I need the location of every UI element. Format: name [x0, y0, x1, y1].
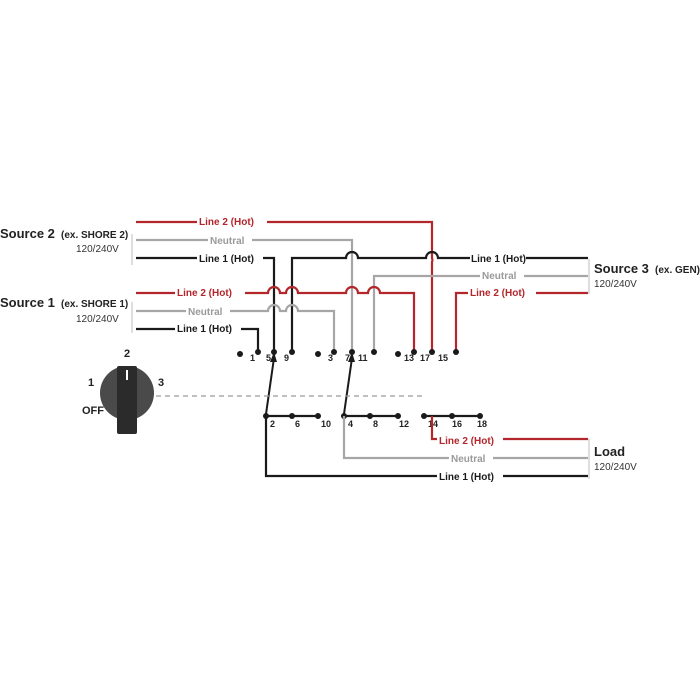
load-line1-wire: [264, 416, 588, 478]
terminal-label-12: 12: [399, 419, 409, 429]
terminal-15-dot: [453, 349, 459, 355]
source-1-label: Source 1 (ex. SHORE 1) 120/240V: [0, 295, 128, 325]
terminal-3-dot: [331, 349, 337, 355]
bottom-terminal-row: 2 6 10 4 8 12 14 16 18: [263, 413, 487, 429]
terminal-6-dot: [289, 413, 295, 419]
source-2-line2-label: Line 2 (Hot): [199, 217, 254, 228]
top-terminal-row: 1 5 9 3 7 11 13 17 15: [237, 349, 459, 363]
source-2-subtitle: (ex. SHORE 2): [61, 230, 128, 241]
load-label: Load 120/240V: [594, 444, 637, 473]
source-3-title: Source 3: [594, 261, 649, 276]
terminal-17-dot: [429, 349, 435, 355]
terminal-12-dot: [395, 413, 401, 419]
terminal-label-15: 15: [438, 353, 448, 363]
terminal-9-dot: [289, 349, 295, 355]
source-3-line1-wire: [290, 250, 588, 350]
source-1-line2-label: Line 2 (Hot): [177, 288, 232, 299]
terminal-label-11: 11: [358, 353, 368, 363]
load-voltage: 120/240V: [594, 462, 637, 473]
terminal-10-dot: [315, 413, 321, 419]
terminal-8-dot: [367, 413, 373, 419]
terminal-14-dot: [421, 413, 427, 419]
source-3-voltage: 120/240V: [594, 279, 637, 290]
source-3-line2-wire: [454, 291, 588, 350]
source-2-line2-wire: [136, 220, 434, 350]
source-2-voltage: 120/240V: [76, 244, 119, 255]
terminal-label-2: 2: [270, 419, 275, 429]
rotary-switch-knob[interactable]: [100, 366, 154, 434]
load-line2-wire: [430, 416, 588, 441]
load-neutral-wire: [342, 416, 588, 460]
terminal-label-4: 4: [348, 419, 353, 429]
source-1-title: Source 1: [0, 295, 55, 310]
terminal-label-16: 16: [452, 419, 462, 429]
source-3-label: Source 3 (ex. GEN) 120/240V: [594, 261, 700, 290]
terminal-13-wire-dot: [395, 351, 401, 357]
terminal-11-dot: [371, 349, 377, 355]
terminal-16-dot: [449, 413, 455, 419]
source-1-subtitle: (ex. SHORE 1): [61, 299, 128, 310]
switch-position-2: 2: [124, 348, 130, 360]
terminal-label-8: 8: [373, 419, 378, 429]
source-1-line1-label: Line 1 (Hot): [177, 324, 232, 335]
source-1-neutral-wire: [136, 303, 336, 350]
switch-contact-neutral: [343, 352, 355, 415]
switch-off-label: OFF: [82, 405, 104, 417]
terminal-label-6: 6: [295, 419, 300, 429]
source-3-subtitle: (ex. GEN): [655, 265, 700, 276]
switch-position-1: 1: [88, 377, 94, 389]
source-1-line2-wire: [136, 285, 416, 350]
source-1-neutral-label: Neutral: [188, 307, 223, 318]
source-3-line1-label: Line 1 (Hot): [471, 254, 526, 265]
terminal-label-1: 1: [250, 353, 255, 363]
terminal-label-9: 9: [284, 353, 289, 363]
source-3-line2-label: Line 2 (Hot): [470, 288, 525, 299]
terminal-1-dot: [237, 351, 243, 357]
terminal-label-13: 13: [404, 353, 414, 363]
source-2-title: Source 2: [0, 226, 55, 241]
load-neutral-label: Neutral: [451, 454, 486, 465]
load-line2-label: Line 2 (Hot): [439, 436, 494, 447]
terminal-18-dot: [477, 413, 483, 419]
terminal-label-18: 18: [477, 419, 487, 429]
source-2-line1-label: Line 1 (Hot): [199, 254, 254, 265]
terminal-label-5: 5: [266, 353, 271, 363]
source-2-line1-wire: [136, 256, 276, 350]
load-title: Load: [594, 444, 625, 459]
source-2-label: Source 2 (ex. SHORE 2) 120/240V: [0, 226, 128, 255]
terminal-label-10: 10: [321, 419, 331, 429]
source-2-neutral-label: Neutral: [210, 236, 245, 247]
terminal-label-7: 7: [345, 353, 350, 363]
terminal-label-3: 3: [328, 353, 333, 363]
switch-position-3: 3: [158, 377, 164, 389]
terminal-1-wire-dot: [255, 349, 261, 355]
terminal-label-17: 17: [420, 353, 430, 363]
source-3-neutral-label: Neutral: [482, 271, 517, 282]
load-line1-label: Line 1 (Hot): [439, 472, 494, 483]
terminal-3-wire-dot: [315, 351, 321, 357]
terminal-13-dot: [411, 349, 417, 355]
switch-contact-line1: [265, 352, 277, 415]
source-1-voltage: 120/240V: [76, 314, 119, 325]
